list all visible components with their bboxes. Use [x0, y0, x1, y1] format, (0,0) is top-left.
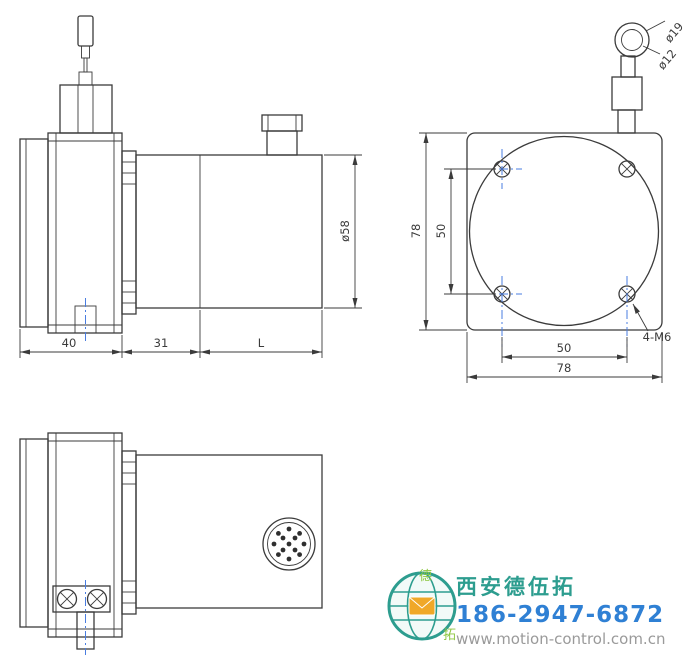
connector-outer-circle [262, 517, 316, 571]
dim-width-78-label: 78 [557, 361, 572, 375]
dim-40-label: 40 [62, 336, 77, 350]
outlet-neck [620, 55, 636, 78]
outlet-bracket [611, 76, 643, 111]
connector-neck [266, 130, 298, 156]
pulley-inner-circle [621, 29, 643, 51]
envelope-icon [408, 596, 436, 616]
cable-gland [52, 580, 111, 655]
globe-logo: 德 拓 [387, 569, 457, 643]
dim-31-label: 31 [154, 336, 169, 350]
drum-housing [135, 154, 323, 309]
plunger [77, 15, 94, 86]
dim-height-78-label: 78 [409, 224, 423, 239]
logo-char-bottom: 拓 [443, 628, 456, 643]
cylinder-body [135, 154, 323, 309]
front-view: ø19 ø12 78 50 50 78 4-M6 [409, 20, 686, 383]
phone-number: 186-2947-6872 [456, 602, 664, 628]
drum-face-circle [468, 135, 660, 327]
electrical-connector [262, 517, 316, 571]
company-name: 西安德伍拓 [456, 575, 576, 599]
logo-char-top: 德 [419, 569, 432, 584]
dim-height-50-label: 50 [434, 224, 448, 239]
envelope-flap [408, 596, 436, 609]
stem-housing [59, 84, 113, 134]
website-url: www.motion-control.com.cn [456, 630, 665, 648]
mounting-flange [466, 132, 663, 331]
pulley-outlet: ø19 ø12 [611, 20, 687, 134]
plunger-knob [77, 15, 94, 47]
clamp-strip [121, 150, 137, 315]
end-cap [19, 438, 49, 628]
dim-width-50-label: 50 [557, 341, 572, 355]
plunger-rod [83, 57, 88, 73]
gland-screw-left [56, 588, 78, 610]
side-view-bottom [19, 432, 323, 655]
plunger-neck [81, 45, 90, 59]
dim-pulley-inner-label: ø12 [655, 47, 680, 73]
connector-inner-circle [267, 522, 311, 566]
front-view-dimensions: 78 50 50 78 4-M6 [409, 132, 672, 383]
cylinder-body-bottom [135, 454, 323, 609]
pulley-outer-circle [614, 22, 650, 58]
flange-plate [466, 132, 663, 331]
thread-callout-label: 4-M6 [643, 330, 672, 344]
dim-L-label: L [258, 336, 265, 350]
outlet-base [617, 109, 636, 134]
flange-block [47, 432, 123, 638]
top-connector [261, 114, 303, 156]
side-view-top: 40 31 L ø58 [19, 15, 362, 358]
gland-screw-right [86, 588, 108, 610]
end-cap [19, 138, 49, 328]
dim-diameter-58-label: ø58 [338, 220, 352, 242]
watermark: 德 拓 西安德伍拓 186-2947-6872 www.motion-contr… [387, 569, 665, 648]
connector-pins [271, 526, 307, 562]
flange-body-bottom [19, 432, 137, 638]
side-view-dimensions: 40 31 L ø58 [19, 154, 362, 358]
dim-pulley-outer-label: ø19 [662, 20, 687, 46]
drum-housing [135, 454, 323, 609]
clamp-strip [121, 450, 137, 615]
screw-holes [482, 149, 636, 347]
plunger-base [78, 71, 93, 86]
flange-body [19, 84, 137, 341]
